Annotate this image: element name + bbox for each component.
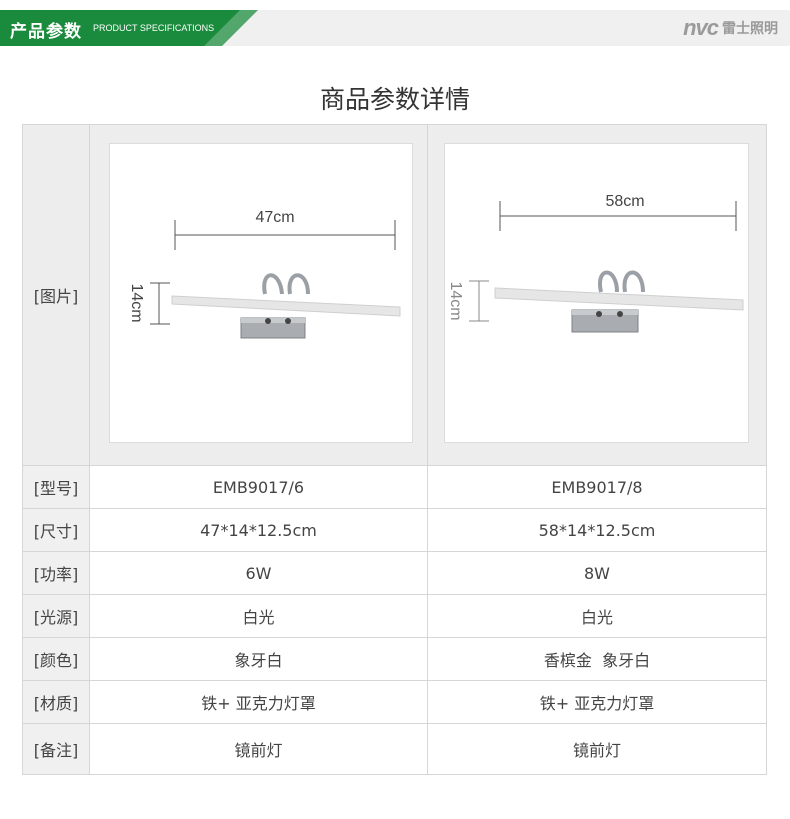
cell-value: 铁+ 亚克力灯罩 xyxy=(89,680,428,724)
brand-logo: nvc 雷士照明 xyxy=(683,15,778,40)
spec-table: [图片] 47cm 14cm xyxy=(22,124,767,775)
cell-value: EMB9017/8 xyxy=(427,465,767,509)
lamp-illustration-2: 58cm 14cm xyxy=(447,193,744,333)
cell-value: 象牙白 xyxy=(89,637,428,681)
row-label: [型号] xyxy=(22,465,90,509)
row-label: [尺寸] xyxy=(22,508,90,552)
cell-value: 香槟金 象牙白 xyxy=(427,637,767,681)
brand-logo-mark: nvc xyxy=(683,15,719,40)
table-row: [颜色] 象牙白 香槟金 象牙白 xyxy=(22,637,767,681)
product-image-1: 47cm 14cm xyxy=(109,143,413,443)
row-label: [材质] xyxy=(22,680,90,724)
height-dimension-label: 14cm xyxy=(128,283,145,322)
cell-value: 白光 xyxy=(427,594,767,638)
table-row: [材质] 铁+ 亚克力灯罩 铁+ 亚克力灯罩 xyxy=(22,680,767,724)
width-dimension-label: 47cm xyxy=(255,209,294,226)
cell-value: 58*14*12.5cm xyxy=(427,508,767,552)
banner-title: 产品参数 xyxy=(10,22,82,42)
table-row: [功率] 6W 8W xyxy=(22,551,767,595)
cell-value: 镜前灯 xyxy=(89,723,428,775)
section-banner: 产品参数 PRODUCT SPECIFICATIONS xyxy=(0,10,258,46)
cell-value: 镜前灯 xyxy=(427,723,767,775)
row-label: [光源] xyxy=(22,594,90,638)
cell-value: 6W xyxy=(89,551,428,595)
product-image-2: 58cm 14cm xyxy=(444,143,749,443)
width-dimension-label: 58cm xyxy=(605,193,644,210)
table-row: [型号] EMB9017/6 EMB9017/8 xyxy=(22,465,767,509)
table-row: [备注] 镜前灯 镜前灯 xyxy=(22,723,767,775)
row-label: [图片] xyxy=(22,124,90,466)
banner-shape xyxy=(0,10,258,46)
cell-value: EMB9017/6 xyxy=(89,465,428,509)
cell-value: 白光 xyxy=(89,594,428,638)
row-label: [功率] xyxy=(22,551,90,595)
lamp-illustration-1: 47cm 14cm xyxy=(128,209,401,339)
cell-value: 铁+ 亚克力灯罩 xyxy=(427,680,767,724)
row-label: [颜色] xyxy=(22,637,90,681)
table-row: [光源] 白光 白光 xyxy=(22,594,767,638)
brand-name: 雷士照明 xyxy=(722,21,778,37)
product-image-cell-2: 58cm 14cm xyxy=(427,124,767,466)
table-row-image: [图片] 47cm 14cm xyxy=(22,124,767,466)
product-image-cell-1: 47cm 14cm xyxy=(89,124,428,466)
page-title: 商品参数详情 xyxy=(319,85,470,114)
cell-value: 47*14*12.5cm xyxy=(89,508,428,552)
row-label: [备注] xyxy=(22,723,90,775)
cell-value: 8W xyxy=(427,551,767,595)
table-row: [尺寸] 47*14*12.5cm 58*14*12.5cm xyxy=(22,508,767,552)
height-dimension-label: 14cm xyxy=(447,281,464,320)
banner-subtitle: PRODUCT SPECIFICATIONS xyxy=(93,23,215,33)
